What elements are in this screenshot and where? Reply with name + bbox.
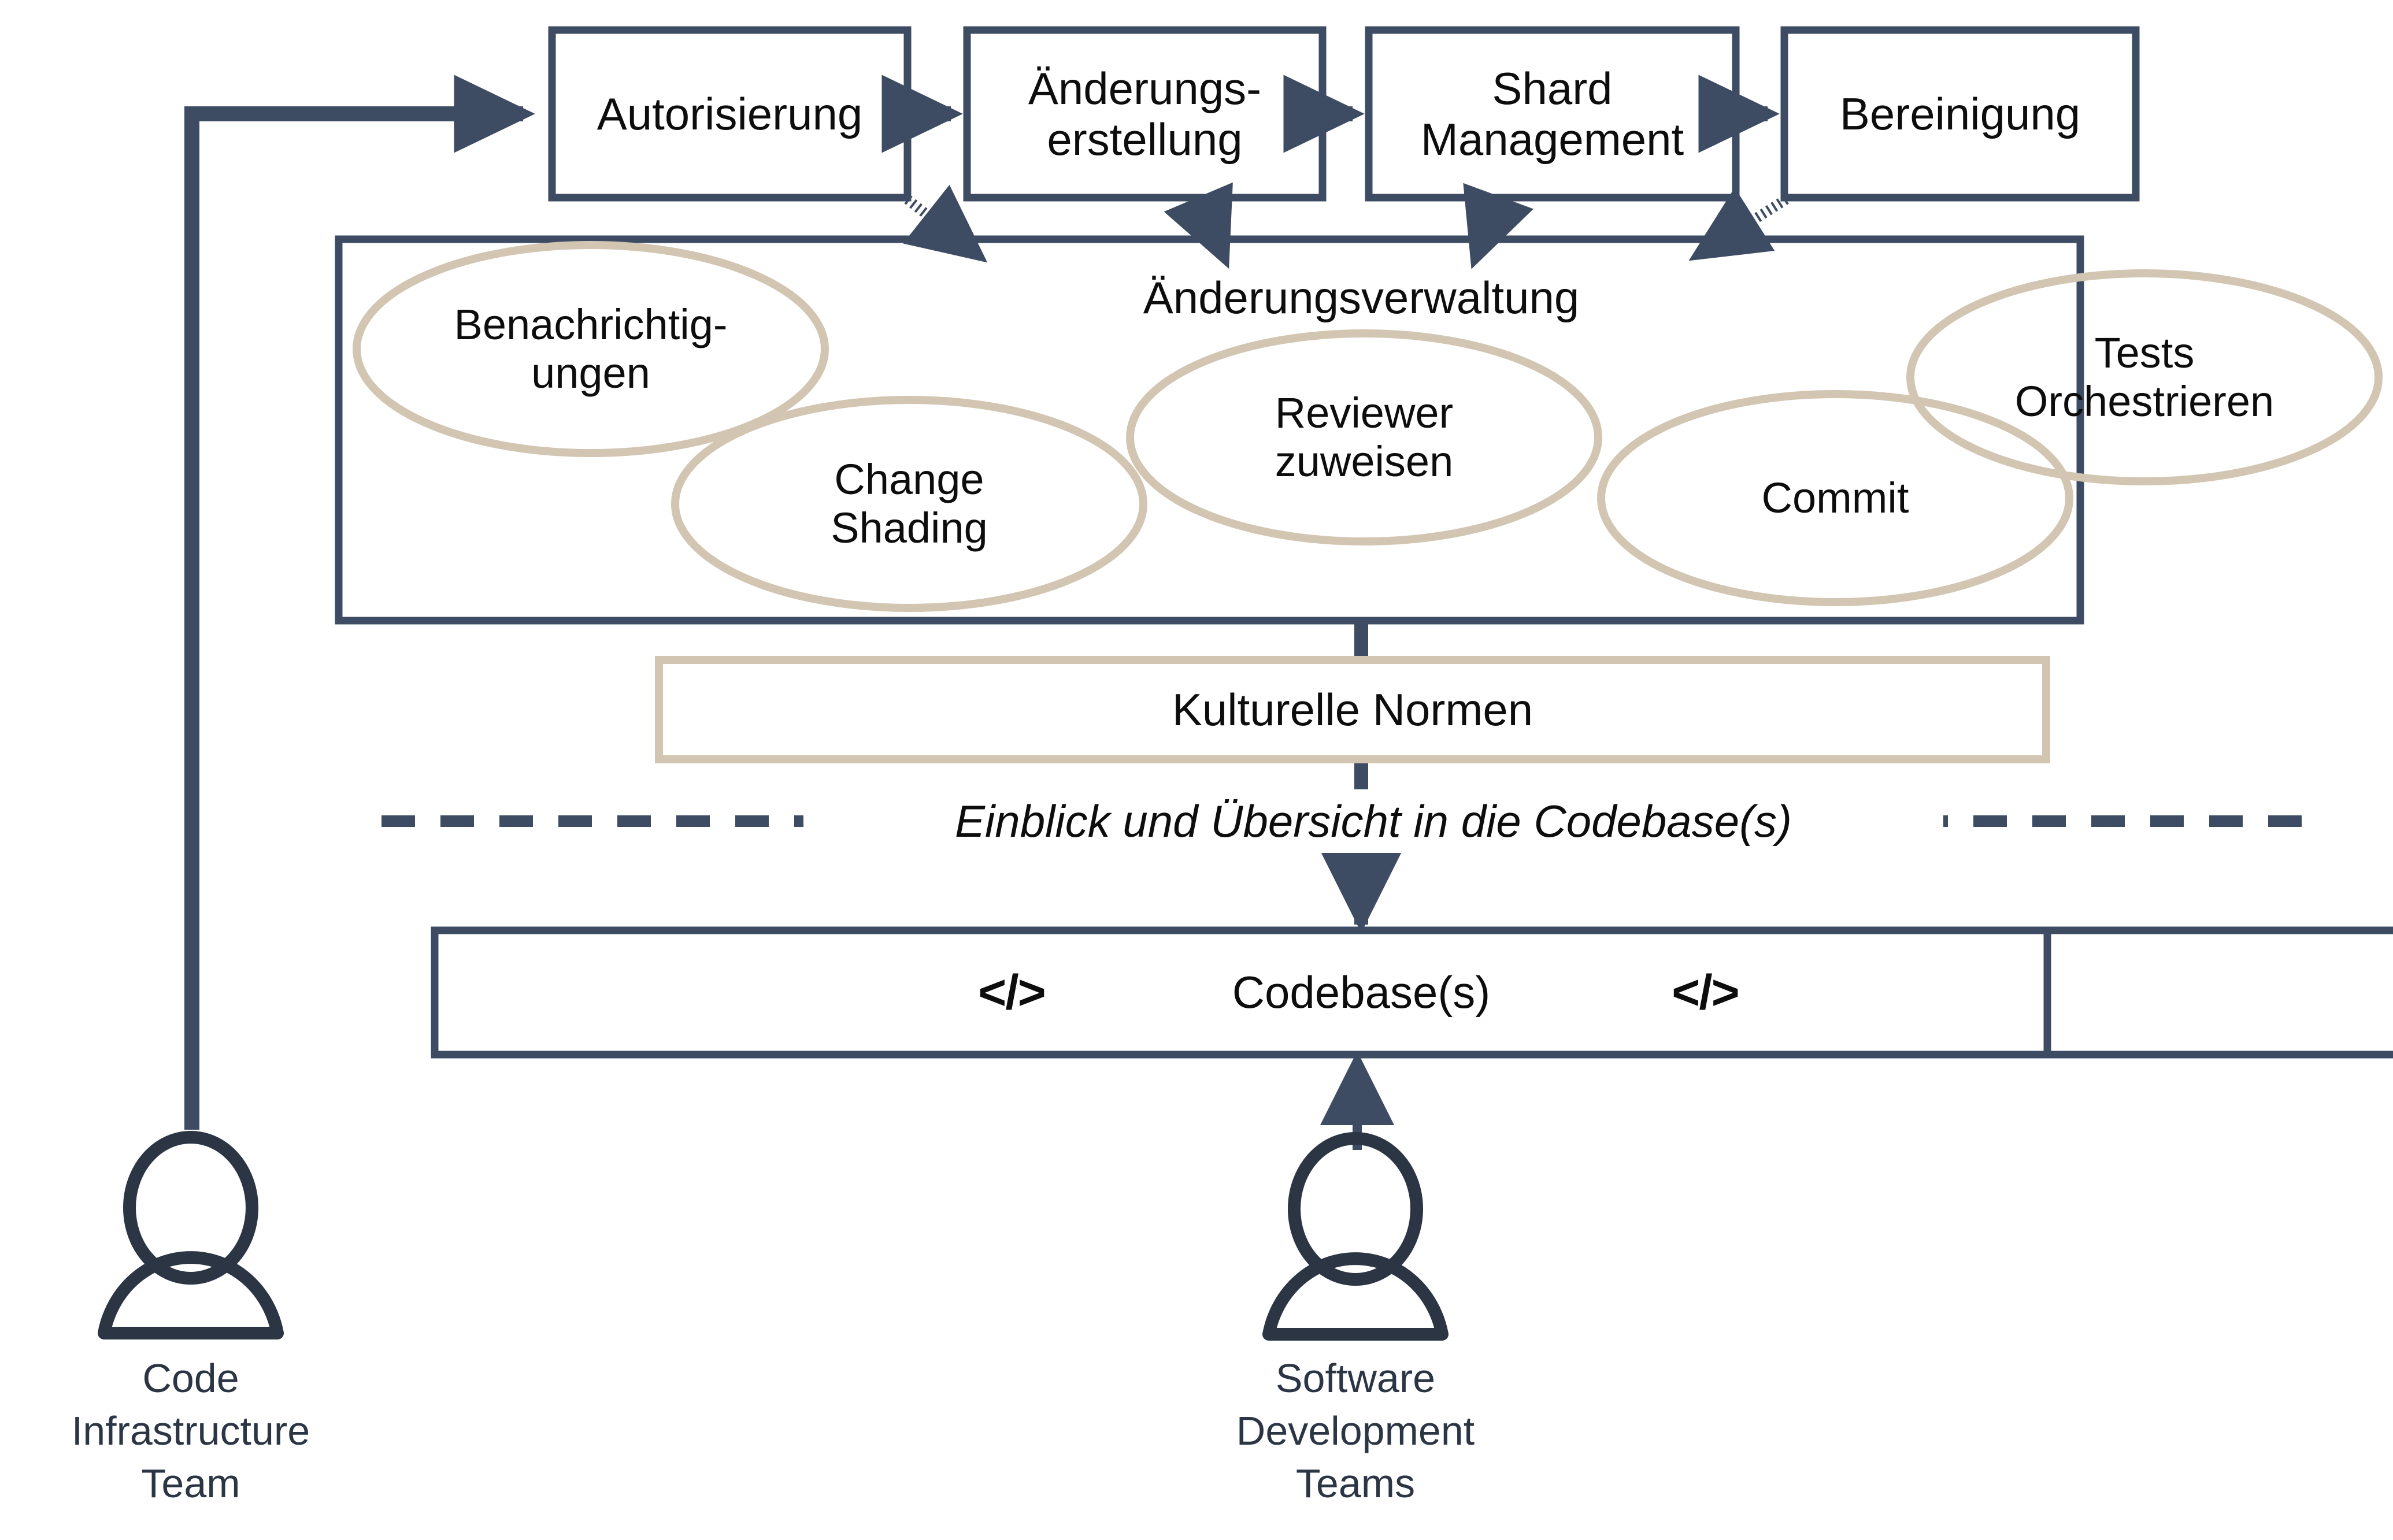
actor-label-software-development-teams: Software Development Teams bbox=[1236, 1356, 1475, 1506]
dotted-drop-change-creation bbox=[1164, 182, 1233, 269]
dotted-drop-cleanup bbox=[1688, 187, 1789, 261]
capability-label-change-shading: Change Shading bbox=[831, 455, 988, 552]
stage-label-shard-management: Shard Management bbox=[1420, 62, 1684, 165]
stage-label-cleanup: Bereinigung bbox=[1839, 88, 2081, 139]
insight-divider-label: Einblick und Übersicht in die Codebase(s… bbox=[803, 789, 1943, 853]
dotted-drop-authorization bbox=[903, 184, 988, 263]
cultural-norms-label: Kulturelle Normen bbox=[1172, 684, 1533, 735]
code-brackets-left-icon: </> bbox=[978, 965, 1046, 1020]
infra-team-feed-line bbox=[184, 75, 535, 1130]
capability-label-assign-reviewer: Reviewer zuweisen bbox=[1275, 389, 1454, 485]
actor-icon-software-development-teams bbox=[1262, 1132, 1449, 1341]
capability-label-notifications: Benachrichtig- ungen bbox=[454, 300, 728, 397]
codebase-label: Codebase(s) bbox=[1232, 967, 1491, 1018]
stage-label-authorization: Autorisierung bbox=[597, 88, 863, 139]
actor-icon-code-infrastructure-team bbox=[98, 1131, 284, 1339]
actor-label-code-infrastructure-team: Code Infrastructure Team bbox=[71, 1356, 310, 1506]
dotted-drop-shard-management bbox=[1463, 183, 1533, 269]
capability-label-commit: Commit bbox=[1761, 474, 1909, 522]
capability-label-orchestrate-tests: Tests Orchestrieren bbox=[2014, 329, 2275, 425]
code-brackets-right-icon: </> bbox=[1672, 965, 1739, 1020]
change-management-title: Änderungsverwaltung bbox=[1143, 272, 1580, 323]
stage-label-change-creation: Änderungs- erstellung bbox=[1028, 62, 1262, 165]
